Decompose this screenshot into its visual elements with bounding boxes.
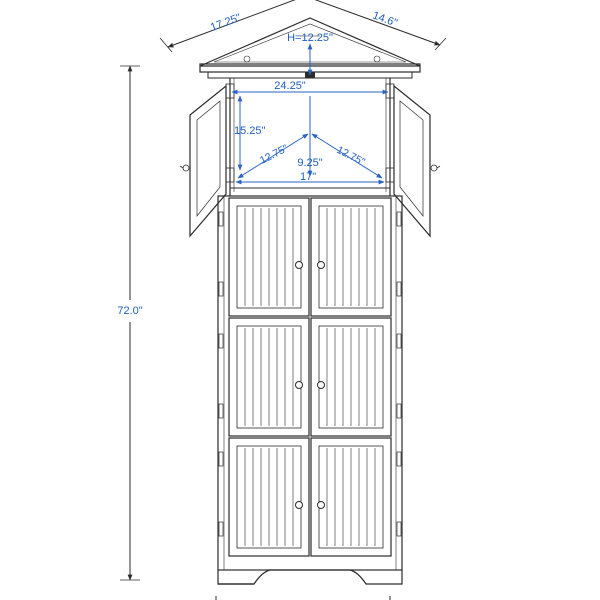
dim-inner-width: 24.25" <box>274 80 306 92</box>
dim-inner-height: H=12.25" <box>287 32 333 44</box>
dim-top-right-depth: 14.6" <box>371 10 399 30</box>
dim-center-depth: 9.25" <box>297 157 322 169</box>
cabinet-door[interactable] <box>228 437 310 557</box>
dim-shelf-height: 15.25" <box>234 125 266 137</box>
door-knob[interactable] <box>295 381 303 389</box>
upper-compartment <box>225 78 395 197</box>
cabinet-door[interactable] <box>310 317 392 437</box>
door-knob[interactable] <box>295 501 303 509</box>
cabinet-door[interactable] <box>228 317 310 437</box>
inner-dimension-lines <box>231 43 389 185</box>
left-open-door <box>179 84 227 238</box>
dim-bottom-width: 17" <box>300 171 316 183</box>
door-knob[interactable] <box>317 381 325 389</box>
door-panel <box>236 325 302 429</box>
dim-diagonal-right: 12.75" <box>335 144 367 168</box>
cabinet-door[interactable] <box>228 197 310 317</box>
dim-top-left-depth: 17.25" <box>209 12 243 34</box>
cabinet-door[interactable] <box>310 437 392 557</box>
total-height-line <box>120 65 140 581</box>
door-panel <box>236 445 302 549</box>
cabinet-door[interactable] <box>310 197 392 317</box>
door-panel <box>318 205 384 309</box>
cabinet-body <box>215 195 403 600</box>
right-open-door <box>393 84 441 238</box>
door-knob[interactable] <box>295 261 303 269</box>
dim-total-height: 72.0" <box>117 305 142 317</box>
door-knob[interactable] <box>317 501 325 509</box>
dim-diagonal-left: 12.75" <box>258 142 290 166</box>
door-panel <box>318 325 384 429</box>
door-grid <box>228 197 392 557</box>
door-panel <box>236 205 302 309</box>
door-panel <box>318 445 384 549</box>
top-depth-dimensions <box>159 0 447 53</box>
door-knob[interactable] <box>317 261 325 269</box>
